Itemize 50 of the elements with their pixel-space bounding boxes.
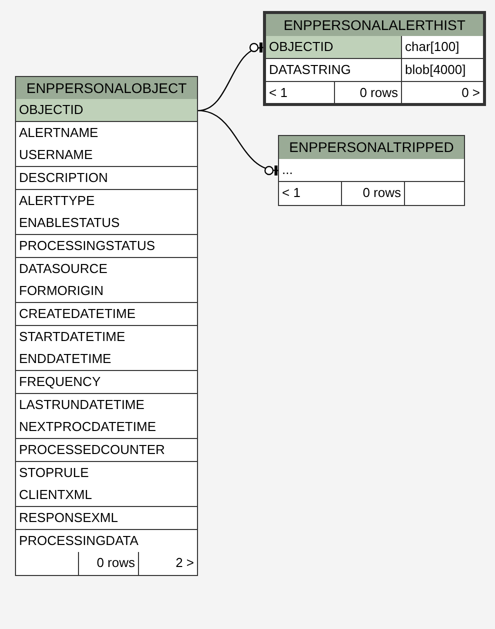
column-name: FORMORIGIN (18, 282, 104, 300)
column-row (16, 280, 197, 304)
column-name: OBJECTID (18, 101, 84, 119)
table-footer-row (16, 552, 197, 576)
column-name: NEXTPROCDATETIME (18, 418, 157, 436)
table-footer-cell: 0 rows (78, 552, 138, 576)
column-name: FREQUENCY (18, 373, 102, 391)
column-name: ALERTTYPE (18, 192, 96, 210)
table-box (15, 76, 198, 576)
key-column-row (16, 99, 197, 122)
column-name: CLIENTXML (18, 486, 93, 504)
column-row (16, 144, 197, 168)
column-row (16, 348, 197, 372)
column-name: ENDDATETIME (18, 350, 112, 368)
table-footer-cell: 2 > (138, 552, 197, 576)
column-row (266, 59, 483, 82)
table-header: ENPPERSONALTRIPPED (279, 136, 464, 160)
column-name: PROCESSEDCOUNTER (18, 441, 166, 459)
column-name: LASTRUNDATETIME (18, 396, 146, 414)
column-row (16, 484, 197, 508)
table-footer-cell: 0 rows (341, 182, 404, 205)
table-box (278, 135, 465, 206)
column-name: ENABLESTATUS (18, 214, 121, 232)
column-name: CREATEDATETIME (18, 305, 137, 323)
table-footer-cell-text: < 1 (281, 184, 302, 202)
table-footer-cell: 0 rows (334, 82, 401, 103)
table-header: ENPPERSONALALERTHIST (266, 14, 483, 37)
column-name: STARTDATETIME (18, 328, 126, 346)
column-name: PROCESSINGSTATUS (18, 237, 156, 255)
column-name: OBJECTID (266, 36, 401, 58)
column-row (279, 159, 464, 182)
table-footer-cell: 0 > (401, 82, 483, 103)
column-type: char[100] (401, 36, 483, 58)
column-name: PROCESSINGDATA (18, 532, 140, 550)
column-name: ALERTNAME (18, 124, 100, 142)
column-name: ... (281, 161, 294, 179)
column-row (16, 212, 197, 236)
column-name: RESPONSEXML (18, 509, 119, 527)
column-name: STOPRULE (18, 464, 90, 482)
key-column-row (266, 36, 483, 59)
column-name: USERNAME (18, 146, 94, 164)
table-box (263, 11, 486, 106)
column-row (16, 416, 197, 440)
column-name: DESCRIPTION (18, 169, 109, 187)
table-footer-cell-text: < 1 (268, 84, 288, 102)
column-name: DATASOURCE (18, 260, 108, 278)
relationship-line (198, 110, 279, 176)
table-header: ENPPERSONALOBJECT (16, 77, 197, 100)
column-type: blob[4000] (401, 59, 483, 81)
column-name: DATASTRING (268, 61, 352, 79)
